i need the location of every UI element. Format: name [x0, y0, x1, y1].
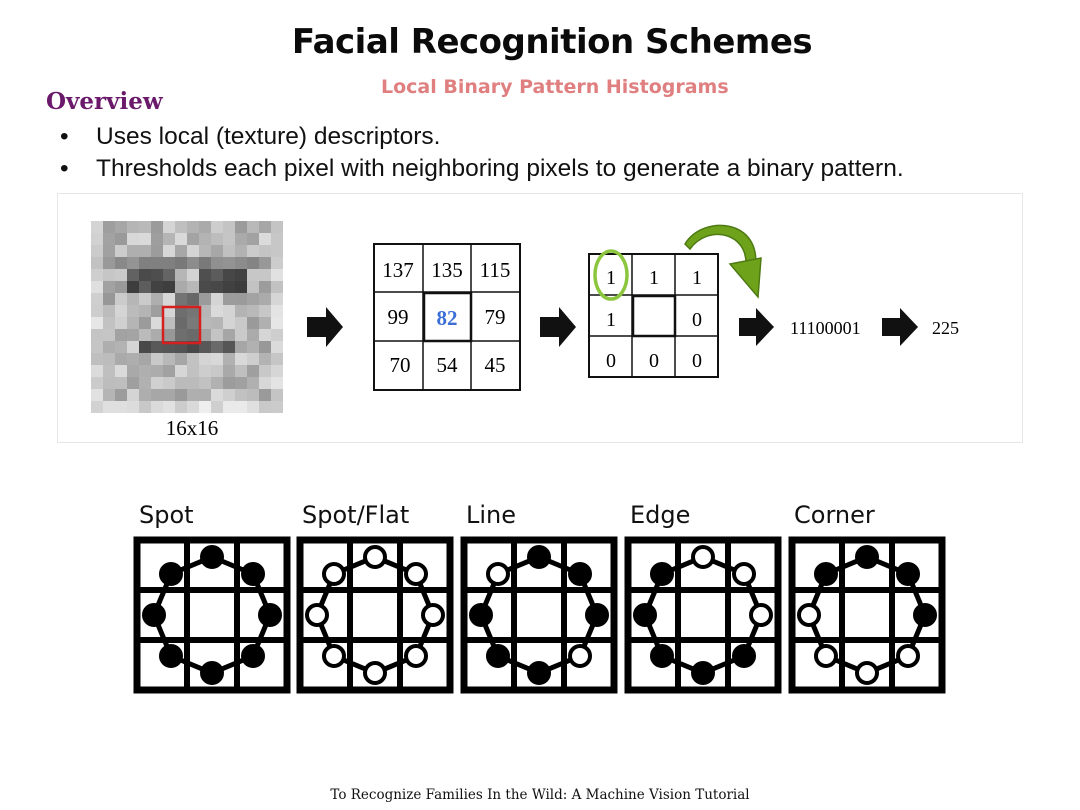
open-point: [404, 644, 429, 669]
filled-point: [527, 545, 551, 569]
pattern-label-bg: [791, 495, 943, 537]
open-point: [485, 561, 510, 586]
lbp-pattern: Spot: [133, 495, 291, 694]
open-point: [404, 561, 429, 586]
lbp-pattern: Line: [460, 495, 618, 694]
arrow-icon: [540, 307, 576, 347]
open-point: [732, 561, 757, 586]
slide-subtitle: Local Binary Pattern Histograms: [381, 76, 729, 98]
pattern-label: Edge: [630, 501, 690, 529]
pixel-cell: 99: [388, 305, 409, 329]
filled-point: [913, 603, 937, 627]
face-image: [91, 221, 283, 413]
pixel-cell: 79: [485, 305, 506, 329]
binary-cell: 0: [692, 309, 702, 331]
pattern-label-bg: [463, 495, 615, 537]
start-bit-circle: [593, 249, 629, 301]
center-pixel-cell: 82: [437, 306, 458, 330]
decimal-value: 225: [932, 318, 959, 338]
slide-footer: To Recognize Families In the Wild: A Mac…: [330, 787, 750, 803]
filled-point: [200, 545, 224, 569]
pattern-label: Spot: [139, 501, 194, 529]
lbp-process-figure: 16x16 137 135 115 99 82 79 70 54 45: [57, 193, 1023, 443]
pattern-label-bg: [136, 495, 288, 537]
filled-point: [241, 561, 266, 586]
pattern-label-bg: [299, 495, 451, 537]
bullet-item: •Thresholds each pixel with neighboring …: [60, 155, 904, 182]
filled-point: [469, 603, 493, 627]
open-point: [321, 561, 346, 586]
pixel-cell: 54: [437, 353, 459, 377]
filled-point: [585, 603, 609, 627]
binary-cell: 1: [606, 309, 616, 331]
filled-point: [485, 644, 510, 669]
lbp-pattern: Corner: [788, 495, 946, 694]
filled-point: [633, 603, 657, 627]
filled-point: [649, 644, 674, 669]
open-point: [855, 661, 879, 685]
pattern-label: Line: [466, 501, 516, 529]
curved-arrow-icon: [684, 224, 762, 299]
filled-point: [258, 603, 282, 627]
filled-point: [855, 545, 879, 569]
pattern-label: Corner: [794, 501, 875, 529]
bullet-list: •Uses local (texture) descriptors. •Thre…: [58, 121, 904, 185]
open-point: [896, 644, 921, 669]
pattern-label-bg: [627, 495, 779, 537]
filled-point: [691, 661, 715, 685]
open-point: [421, 603, 445, 627]
arrow-icon: [882, 308, 918, 346]
pixel-value-grid: 137 135 115 99 82 79 70 54 45: [373, 243, 521, 391]
pixel-cell: 45: [485, 353, 506, 377]
arrow-icon: [739, 308, 774, 346]
arrow-icon: [307, 307, 343, 347]
pattern-label: Spot/Flat: [302, 501, 409, 529]
filled-point: [158, 561, 183, 586]
binary-cell: 0: [649, 350, 659, 372]
filled-point: [568, 561, 593, 586]
filled-point: [527, 661, 551, 685]
face-size-label: 16x16: [166, 416, 219, 440]
open-point: [797, 603, 821, 627]
highlight-box: [161, 305, 202, 345]
pixel-cell: 70: [390, 353, 411, 377]
filled-point: [241, 644, 266, 669]
filled-point: [813, 561, 838, 586]
open-point: [363, 661, 387, 685]
pixel-cell: 135: [431, 258, 463, 282]
filled-point: [649, 561, 674, 586]
binary-cell: 1: [649, 267, 659, 289]
lbp-pattern-examples: Spot Spot/Flat Line Edge Corner: [133, 495, 946, 694]
filled-point: [732, 644, 757, 669]
binary-cell: 1: [606, 267, 616, 289]
open-point: [749, 603, 773, 627]
filled-point: [158, 644, 183, 669]
bullet-item: •Uses local (texture) descriptors.: [60, 123, 441, 150]
open-point: [305, 603, 329, 627]
filled-point: [200, 661, 224, 685]
filled-point: [896, 561, 921, 586]
pixel-cell: 115: [480, 258, 511, 282]
binary-cell: 1: [692, 267, 702, 289]
open-point: [813, 644, 838, 669]
overview-heading: Overview: [46, 88, 163, 115]
open-point: [363, 545, 387, 569]
lbp-pattern: Edge: [624, 495, 782, 694]
binary-code: 11100001: [790, 318, 861, 338]
slide-title: Facial Recognition Schemes: [291, 22, 813, 62]
filled-point: [142, 603, 166, 627]
binary-cell: 0: [606, 350, 616, 372]
binary-cell: 0: [692, 350, 702, 372]
open-point: [321, 644, 346, 669]
lbp-pattern: Spot/Flat: [296, 495, 454, 694]
open-point: [568, 644, 593, 669]
binary-grid: 1 1 1 1 0 0 0 0: [588, 249, 719, 378]
pixel-cell: 137: [382, 258, 414, 282]
open-point: [691, 545, 715, 569]
